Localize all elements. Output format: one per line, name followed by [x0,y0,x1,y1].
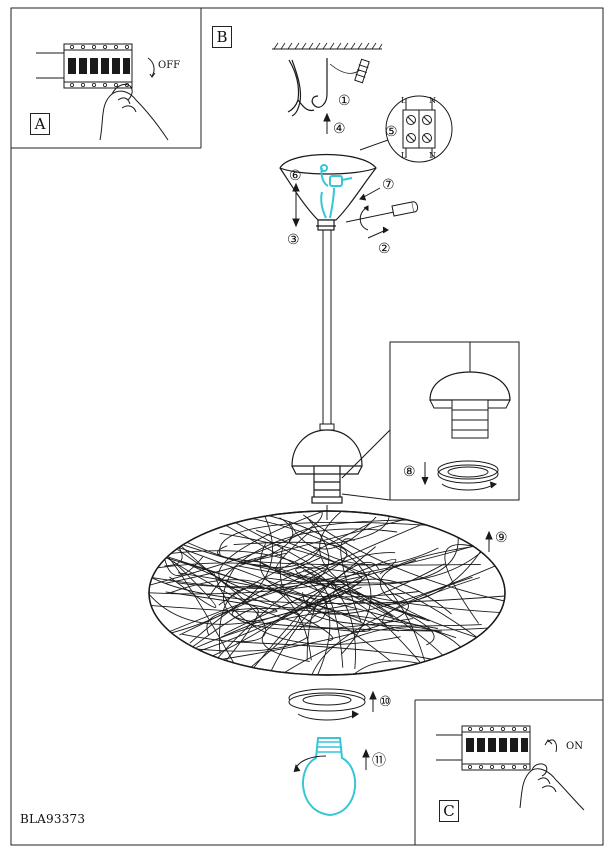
terminal-label-bottom-n: N [429,151,436,160]
step-8-number: ⑧ [403,464,416,480]
step-7-number: ⑦ [382,177,395,193]
suspension-rod [319,230,335,431]
step-10-arrow [369,690,377,712]
screwdriver [345,201,419,223]
weave-strand [231,608,442,632]
step-9-number: ⑨ [495,530,508,546]
weave-strand [379,542,505,649]
weave-strand [149,559,417,595]
weave-strand [196,609,356,648]
rotation-arrows [359,187,389,239]
weave-strand [327,582,435,646]
terminal-connector-highlight [320,164,353,219]
weave-strand [319,511,426,620]
switch-off-text: OFF [158,60,181,71]
ceiling-canopy [279,154,377,231]
step-6-3-arrows [292,182,300,228]
weave-strand [149,567,362,625]
ceiling-hatch [272,42,383,50]
page-frame [10,7,604,846]
step-6-number: ⑥ [289,168,302,184]
weave-strand [165,517,294,584]
breaker-off-illustration [36,43,169,141]
wall-plug-screw [354,58,370,84]
step-9-arrow [485,530,493,552]
weave-strand [326,515,390,545]
terminal-label-top-l: L [401,96,407,105]
weave-strand [223,558,397,635]
weave-strand [306,594,428,672]
weave-strand [279,546,445,610]
weave-strand [149,511,323,592]
weave-strand [149,546,376,675]
weave-strand [171,579,312,661]
step-5-number: ⑤ [385,124,398,140]
weave-strand [221,612,301,669]
lampholder-cup [291,429,363,504]
step-2-number: ② [378,241,391,257]
panel-b-label: B [212,26,232,48]
weave-strand [174,545,324,605]
light-bulb [293,737,357,817]
weave-strand [176,592,409,667]
woven-shade [148,505,506,676]
step-11-number: ⑪ [372,753,386,769]
model-code: BLA93373 [20,812,86,826]
breaker-on-illustration [436,725,585,811]
panel-a-label: A [30,113,50,135]
step-4-number: ④ [333,121,346,137]
step-10-number: ⑩ [379,694,392,710]
weave-strand [275,529,321,573]
weave-strand [149,591,278,613]
weave-strand [181,511,426,662]
weave-strand [180,560,334,642]
weave-strand [382,576,488,631]
weave-strand [149,550,356,670]
step-1-number: ① [338,93,351,109]
switch-on-text: ON [566,741,583,752]
shade-ring [288,688,366,721]
step-3-number: ③ [287,232,300,248]
ceiling-hook [311,58,361,108]
step-11-arrow [362,748,370,770]
weave-strand [163,526,371,609]
step-4-arrow [323,112,331,134]
weave-strand [219,521,443,556]
weave-strand [223,566,413,630]
terminal-label-top-n: N [429,96,436,105]
panel-c-label: C [439,800,459,822]
weave-strand [312,546,439,566]
weave-strand [206,608,438,636]
weave-strand [265,578,452,675]
weave-strand [305,595,482,627]
lampholder-detail [341,341,520,501]
weave-strand [149,532,246,675]
weave-strand [310,577,480,675]
weave-strand [149,580,337,647]
terminal-label-bottom-l: L [401,151,407,160]
mains-wires [287,59,315,117]
weave-strand [217,545,481,566]
weave-strand [169,561,217,608]
terminal-block-callout [359,95,453,163]
weave-strand [178,572,457,639]
